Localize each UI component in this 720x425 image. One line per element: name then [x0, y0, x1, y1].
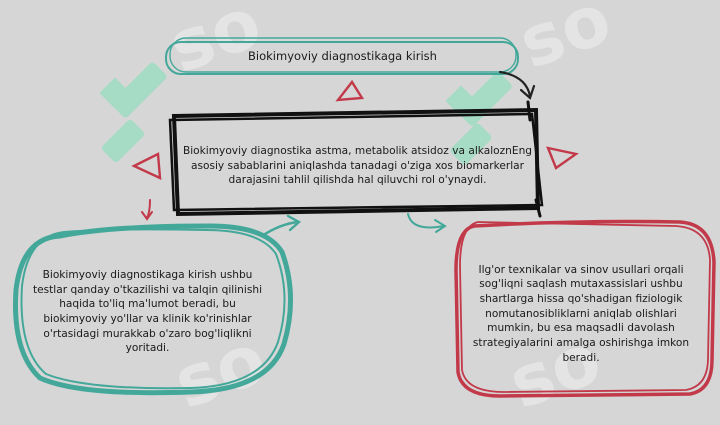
arrow-center-to-right — [407, 213, 447, 233]
arrow-left-to-center — [260, 214, 302, 238]
center-node-text: Biokimyoviy diagnostika astma, metabolik… — [182, 145, 533, 187]
left-node-shape — [13, 223, 293, 396]
right-node-shape — [454, 219, 716, 398]
right-node-text: Ilg'or texnikalar va sinov usullari orqa… — [472, 263, 690, 364]
title-node-shape — [165, 37, 519, 75]
left-node-text: Biokimyoviy diagnostikaga kirish ushbu t… — [32, 269, 263, 355]
title-node-text: Biokimyoviy diagnostikaga kirish — [248, 49, 437, 64]
triangle-decoration-icon — [546, 146, 579, 170]
diagram-canvas — [13, 37, 716, 398]
arrow-title-to-center — [498, 70, 536, 100]
center-node-shape — [168, 100, 544, 218]
triangle-decoration-icon — [131, 152, 162, 180]
triangle-decoration-icon — [335, 79, 365, 102]
arrow-center-to-left — [141, 199, 153, 221]
watermark-logo-icon — [99, 62, 167, 162]
